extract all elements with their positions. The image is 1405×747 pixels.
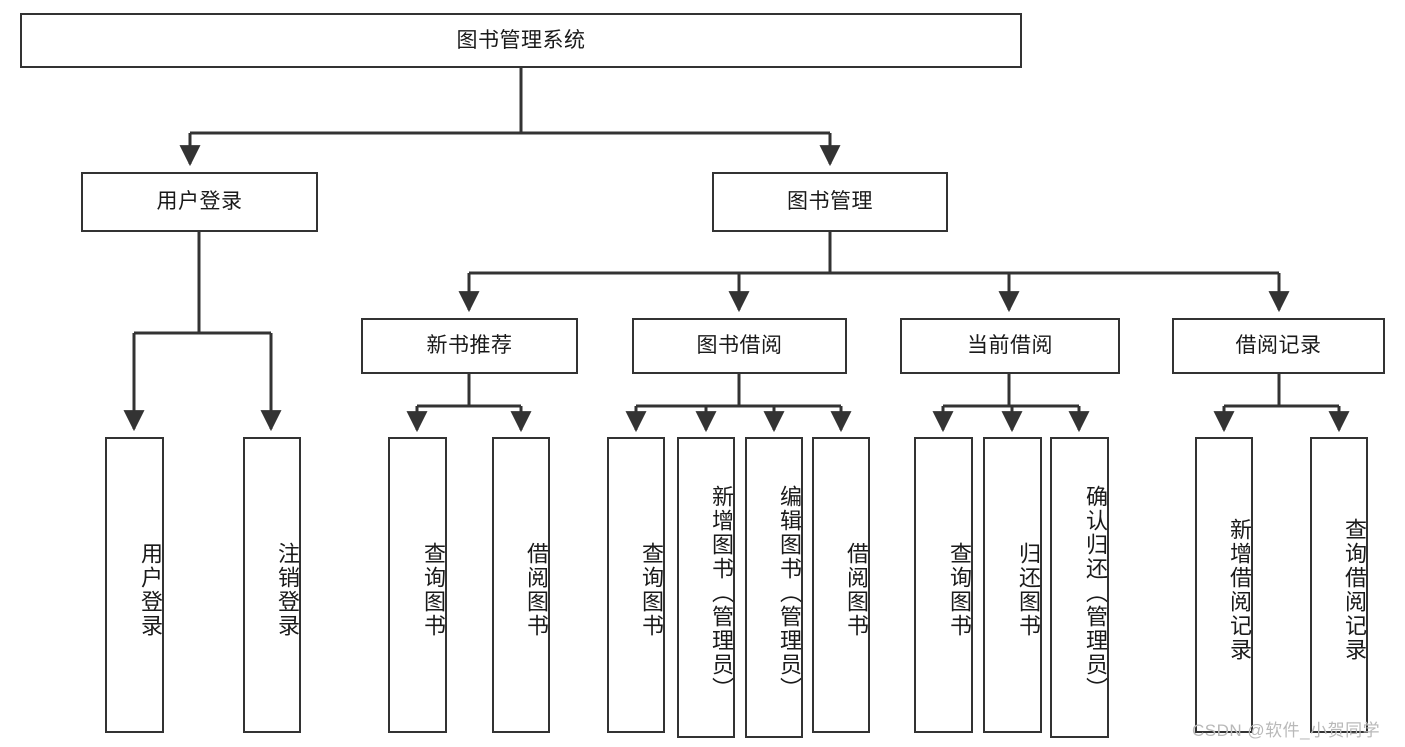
- node-current-borrow-label: 当前借阅: [967, 334, 1053, 358]
- node-borrow-record-label: 借阅记录: [1235, 334, 1322, 358]
- leaf-borrow-book-1[interactable]: 借阅图书: [492, 437, 550, 733]
- node-current-borrow[interactable]: 当前借阅: [900, 318, 1120, 374]
- node-book-manage-label: 图书管理: [787, 190, 873, 214]
- leaf-return-book[interactable]: 归还图书: [983, 437, 1042, 733]
- leaf-query-book-2-label: 查询图书: [639, 542, 664, 638]
- leaf-user-login-label: 用户登录: [138, 542, 163, 638]
- node-root-label: 图书管理系统: [456, 28, 586, 52]
- leaf-query-record[interactable]: 查询借阅记录: [1310, 437, 1368, 733]
- node-user-login-label: 用户登录: [156, 190, 243, 214]
- leaf-return-book-label: 归还图书: [1016, 542, 1041, 638]
- leaf-add-book-label: 新增图书（管理员）: [709, 484, 734, 701]
- leaf-query-book-1[interactable]: 查询图书: [388, 437, 447, 733]
- leaf-logout-label: 注销登录: [275, 542, 300, 638]
- leaf-confirm-return-label: 确认归还（管理员）: [1083, 484, 1108, 701]
- leaf-query-record-label: 查询借阅记录: [1342, 518, 1367, 662]
- node-book-manage[interactable]: 图书管理: [712, 172, 948, 232]
- leaf-add-record[interactable]: 新增借阅记录: [1195, 437, 1253, 733]
- leaf-borrow-book-2-label: 借阅图书: [844, 542, 869, 638]
- leaf-edit-book[interactable]: 编辑图书（管理员）: [745, 437, 803, 738]
- leaf-query-book-3-label: 查询图书: [947, 542, 972, 638]
- leaf-borrow-book-1-label: 借阅图书: [524, 542, 549, 638]
- leaf-borrow-book-2[interactable]: 借阅图书: [812, 437, 870, 733]
- leaf-user-login[interactable]: 用户登录: [105, 437, 164, 733]
- node-new-book-rec[interactable]: 新书推荐: [361, 318, 578, 374]
- node-user-login[interactable]: 用户登录: [81, 172, 318, 232]
- node-root[interactable]: 图书管理系统: [20, 13, 1022, 68]
- node-new-book-rec-label: 新书推荐: [426, 334, 513, 358]
- leaf-add-book[interactable]: 新增图书（管理员）: [677, 437, 735, 738]
- node-book-borrow-label: 图书借阅: [696, 334, 783, 358]
- leaf-edit-book-label: 编辑图书（管理员）: [777, 484, 802, 701]
- leaf-confirm-return[interactable]: 确认归还（管理员）: [1050, 437, 1109, 738]
- leaf-query-book-2[interactable]: 查询图书: [607, 437, 665, 733]
- leaf-logout[interactable]: 注销登录: [243, 437, 301, 733]
- leaf-add-record-label: 新增借阅记录: [1227, 518, 1252, 662]
- leaf-query-book-3[interactable]: 查询图书: [914, 437, 973, 733]
- node-borrow-record[interactable]: 借阅记录: [1172, 318, 1385, 374]
- leaf-query-book-1-label: 查询图书: [421, 542, 446, 638]
- node-book-borrow[interactable]: 图书借阅: [632, 318, 847, 374]
